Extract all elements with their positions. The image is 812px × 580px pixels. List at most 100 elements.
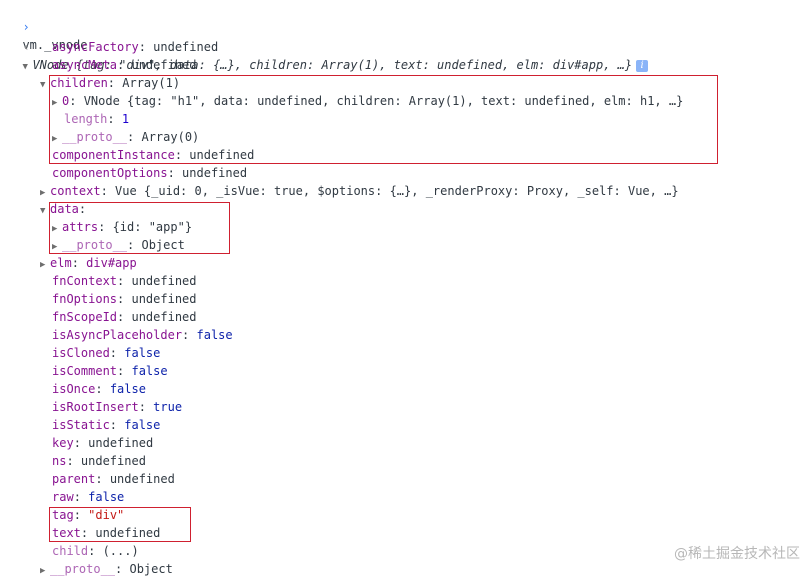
triangle-down-icon[interactable]: ▼ [22, 62, 28, 72]
prop-data[interactable]: ▼data: [40, 200, 86, 218]
triangle-right-icon[interactable]: ▶ [52, 224, 58, 234]
prop-key: fnScopeId [52, 310, 118, 324]
prop-children[interactable]: ▼children: Array(1) [40, 74, 180, 92]
prop-isCloned: isCloned: false [52, 346, 161, 360]
prop-parent: parent: undefined [52, 472, 175, 486]
prop-key: componentInstance [52, 148, 175, 162]
prop-key: isStatic [52, 418, 110, 432]
prop-value: undefined [131, 292, 197, 306]
prop-value: undefined [182, 166, 248, 180]
prop-isRootInsert: isRootInsert: true [52, 400, 183, 414]
prop-value: undefined [80, 454, 146, 468]
prop-children-proto[interactable]: ▶__proto__: Array(0) [52, 128, 199, 146]
prop-value: undefined [131, 274, 197, 288]
prop-isStatic: isStatic: false [52, 418, 161, 432]
prop-value: "div" [88, 508, 125, 522]
prop-value: div#app [86, 256, 137, 270]
prop-value: undefined [153, 40, 219, 54]
prop-value: false [88, 490, 125, 504]
prop-key-label: key [52, 436, 74, 450]
triangle-right-icon[interactable]: ▶ [52, 134, 58, 144]
prop-data-attrs[interactable]: ▶attrs: {id: "app"} [52, 218, 192, 236]
prop-key: raw [52, 490, 74, 504]
prop-value: {id: "app"} [112, 220, 193, 234]
triangle-right-icon[interactable]: ▶ [52, 98, 58, 108]
prop-value: false [196, 328, 233, 342]
prop-key: isRootInsert [52, 400, 139, 414]
prop-value: undefined [109, 472, 175, 486]
console-input-line: › vm._vnode [8, 0, 87, 52]
prop-child-getter[interactable]: child: (...) [52, 544, 139, 558]
prop-key: componentOptions [52, 166, 168, 180]
prop-key: isAsyncPlaceholder [52, 328, 183, 342]
prop-value: false [124, 418, 161, 432]
prop-key: elm [50, 256, 72, 270]
prop-key: 0 [62, 94, 70, 108]
prop-key: isCloned [52, 346, 110, 360]
prop-context[interactable]: ▶context: Vue {_uid: 0, _isVue: true, $o… [40, 182, 679, 200]
prop-key: children [50, 76, 108, 90]
highlight-box-tag-text [49, 507, 191, 542]
prop-value: undefined [131, 58, 197, 72]
prop-value: false [109, 382, 146, 396]
prop-key: asyncMeta [52, 58, 118, 72]
prop-key: context [50, 184, 101, 198]
prop-componentOptions: componentOptions: undefined [52, 166, 248, 180]
prop-value: undefined [88, 436, 154, 450]
triangle-right-icon[interactable]: ▶ [40, 566, 46, 576]
prop-isComment: isComment: false [52, 364, 168, 378]
prop-isAsyncPlaceholder: isAsyncPlaceholder: false [52, 328, 233, 342]
highlight-box-children [49, 75, 718, 164]
prop-children-length: length: 1 [64, 112, 130, 126]
prop-key: __proto__ [50, 562, 116, 576]
prop-key: data [50, 202, 79, 216]
prop-componentInstance: componentInstance: undefined [52, 148, 255, 162]
prop-value: Vue {_uid: 0, _isVue: true, $options: {…… [115, 184, 679, 198]
prop-raw: raw: false [52, 490, 125, 504]
prop-key: attrs [62, 220, 99, 234]
prop-key: fnContext [52, 274, 118, 288]
prop-asyncFactory: asyncFactory: undefined [52, 40, 219, 54]
console-result-line[interactable]: ‹ ▼ VNode {tag: "div", data: {…}, childre… [8, 20, 649, 72]
prop-key: text [52, 526, 81, 540]
prop-value: false [124, 346, 161, 360]
watermark: @稀土掘金技术社区 [674, 546, 800, 562]
prop-key: length [64, 112, 108, 126]
vnode-type: VNode [32, 58, 69, 72]
prop-data-proto[interactable]: ▶__proto__: Object [52, 236, 185, 254]
triangle-down-icon[interactable]: ▼ [40, 80, 46, 90]
prop-key: isOnce [52, 382, 96, 396]
prop-value: 1 [121, 112, 130, 126]
triangle-right-icon[interactable]: ▶ [40, 260, 46, 270]
prop-key: ns [52, 454, 67, 468]
prop-children-0[interactable]: ▶0: VNode {tag: "h1", data: undefined, c… [52, 92, 683, 110]
prop-isOnce: isOnce: false [52, 382, 146, 396]
prop-value: Object [141, 238, 185, 252]
prop-key: child [52, 544, 89, 558]
prop-proto[interactable]: ▶__proto__: Object [40, 560, 173, 578]
triangle-down-icon[interactable]: ▼ [40, 206, 46, 216]
info-icon[interactable]: i [636, 59, 649, 72]
input-prompt-icon: › [22, 20, 30, 34]
prop-value: undefined [131, 310, 197, 324]
triangle-right-icon[interactable]: ▶ [52, 242, 58, 252]
prop-value: (...) [102, 544, 139, 558]
prop-text: text: undefined [52, 526, 161, 540]
prop-key: fnOptions [52, 292, 118, 306]
prop-tag: tag: "div" [52, 508, 125, 522]
result-prompt-icon: ‹ [22, 40, 30, 54]
prop-key: parent [52, 472, 96, 486]
triangle-right-icon[interactable]: ▶ [40, 188, 46, 198]
prop-value: true [153, 400, 183, 414]
prop-value: Object [129, 562, 173, 576]
prop-ns: ns: undefined [52, 454, 146, 468]
prop-value: Array(0) [141, 130, 200, 144]
prop-key: __proto__ [62, 238, 128, 252]
vnode-preview: {tag: "div", data: {…}, children: Array(… [75, 58, 633, 72]
prop-key: key: undefined [52, 436, 154, 450]
prop-asyncMeta: asyncMeta: undefined [52, 58, 197, 72]
prop-value: false [131, 364, 168, 378]
prop-elm[interactable]: ▶elm: div#app [40, 254, 137, 272]
prop-key: tag [52, 508, 74, 522]
prop-key: __proto__ [62, 130, 128, 144]
